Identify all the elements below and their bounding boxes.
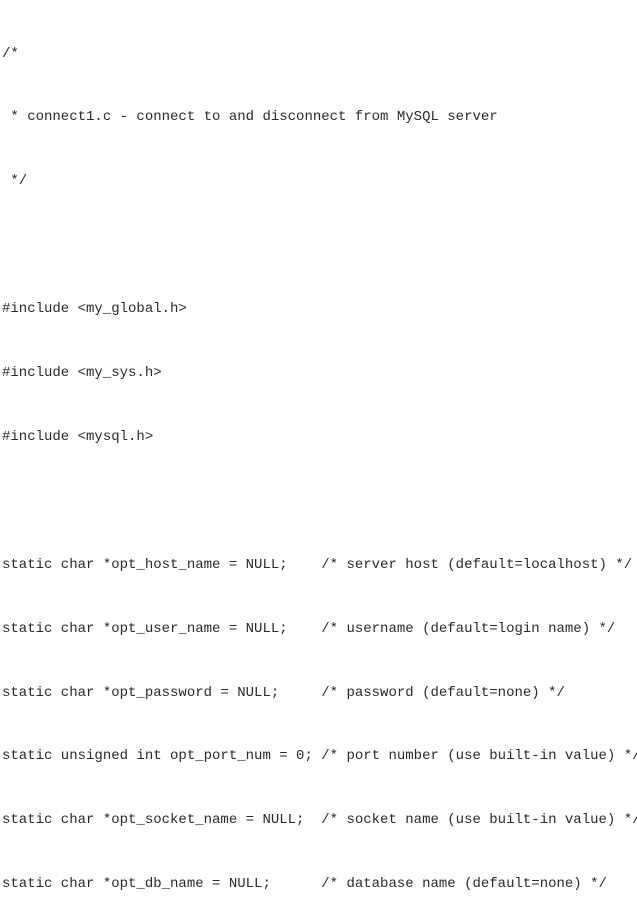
code-line: #include <my_sys.h> <box>2 365 162 382</box>
code-line: static char *opt_db_name = NULL; /* data… <box>2 876 607 893</box>
code-line <box>2 491 637 512</box>
code-line: static char *opt_socket_name = NULL; /* … <box>2 812 637 829</box>
code-line: static char *opt_password = NULL; /* pas… <box>2 684 565 701</box>
code-line <box>2 235 637 256</box>
code-line: #include <my_global.h> <box>2 301 187 318</box>
code-line: #include <mysql.h> <box>2 428 154 445</box>
code-line: static char *opt_user_name = NULL; /* us… <box>2 620 616 637</box>
code-line: */ <box>2 173 28 190</box>
code-line: * connect1.c - connect to and disconnect… <box>2 109 498 126</box>
code-line: static unsigned int opt_port_num = 0; /*… <box>2 748 637 765</box>
code-line: static char *opt_host_name = NULL; /* se… <box>2 556 633 573</box>
code-line: /* <box>2 45 19 62</box>
code-listing: /* * connect1.c - connect to and disconn… <box>2 45 637 893</box>
